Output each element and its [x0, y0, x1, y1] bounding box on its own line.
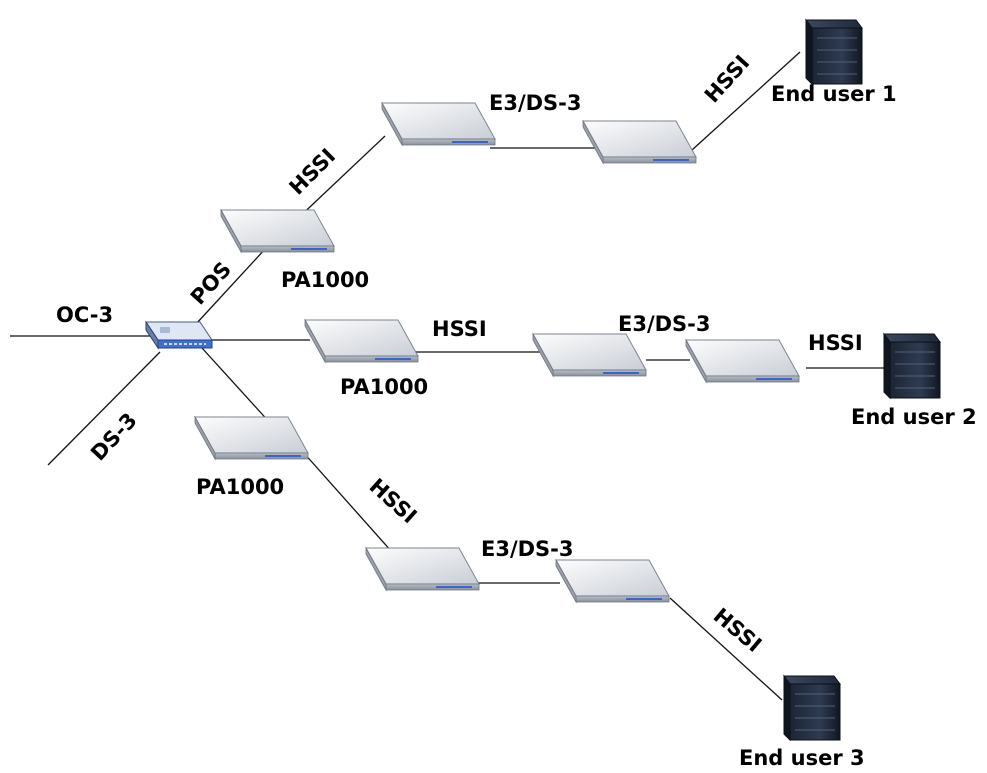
- label-e3-mid: E3/DS-3: [618, 312, 711, 336]
- rack-device-mid-1: [532, 333, 647, 377]
- hssi-link-top-left: [293, 135, 386, 223]
- rack-device-mid-2: [685, 339, 800, 383]
- label-hssi-mid-right: HSSI: [808, 331, 863, 355]
- rack-device-top-1: [381, 102, 496, 146]
- label-oc3: OC-3: [56, 303, 113, 327]
- pos-link: [195, 247, 267, 325]
- bottom-link-from-switch: [201, 347, 273, 426]
- end-user-3-computer: [783, 675, 841, 741]
- label-hssi-top-left: HSSI: [285, 144, 341, 200]
- pa1000-device-bottom: [194, 416, 309, 460]
- label-hssi-bottom-right: HSSI: [709, 603, 766, 657]
- hssi-link-bottom-left: [302, 451, 393, 553]
- central-switch: [145, 320, 213, 350]
- end-user-1-computer: [805, 19, 863, 85]
- label-pa1000-mid: PA1000: [340, 375, 428, 399]
- end-user-2-computer: [883, 333, 941, 399]
- rack-device-bottom-1: [365, 547, 480, 591]
- ds3-link: [47, 351, 161, 466]
- label-end-user-2: End user 2: [851, 405, 977, 429]
- connections: [10, 51, 885, 701]
- label-hssi-mid-left: HSSI: [432, 317, 487, 341]
- label-hssi-top-right: HSSI: [700, 51, 754, 108]
- label-e3-top: E3/DS-3: [489, 91, 582, 115]
- label-pa1000-bottom: PA1000: [196, 475, 284, 499]
- label-e3-bottom: E3/DS-3: [481, 537, 574, 561]
- label-end-user-1: End user 1: [771, 82, 897, 106]
- label-end-user-3: End user 3: [739, 746, 865, 770]
- pa1000-device-top: [220, 209, 335, 253]
- rack-device-top-2: [582, 120, 697, 164]
- pa1000-device-mid: [304, 319, 419, 363]
- label-ds3: DS-3: [86, 408, 142, 465]
- label-pos: POS: [186, 257, 236, 309]
- hssi-link-top-right: [691, 51, 801, 151]
- label-pa1000-top: PA1000: [281, 268, 369, 292]
- label-hssi-bottom-left: HSSI: [365, 474, 422, 528]
- rack-device-bottom-2: [555, 559, 670, 603]
- hssi-link-bottom-right: [669, 597, 783, 701]
